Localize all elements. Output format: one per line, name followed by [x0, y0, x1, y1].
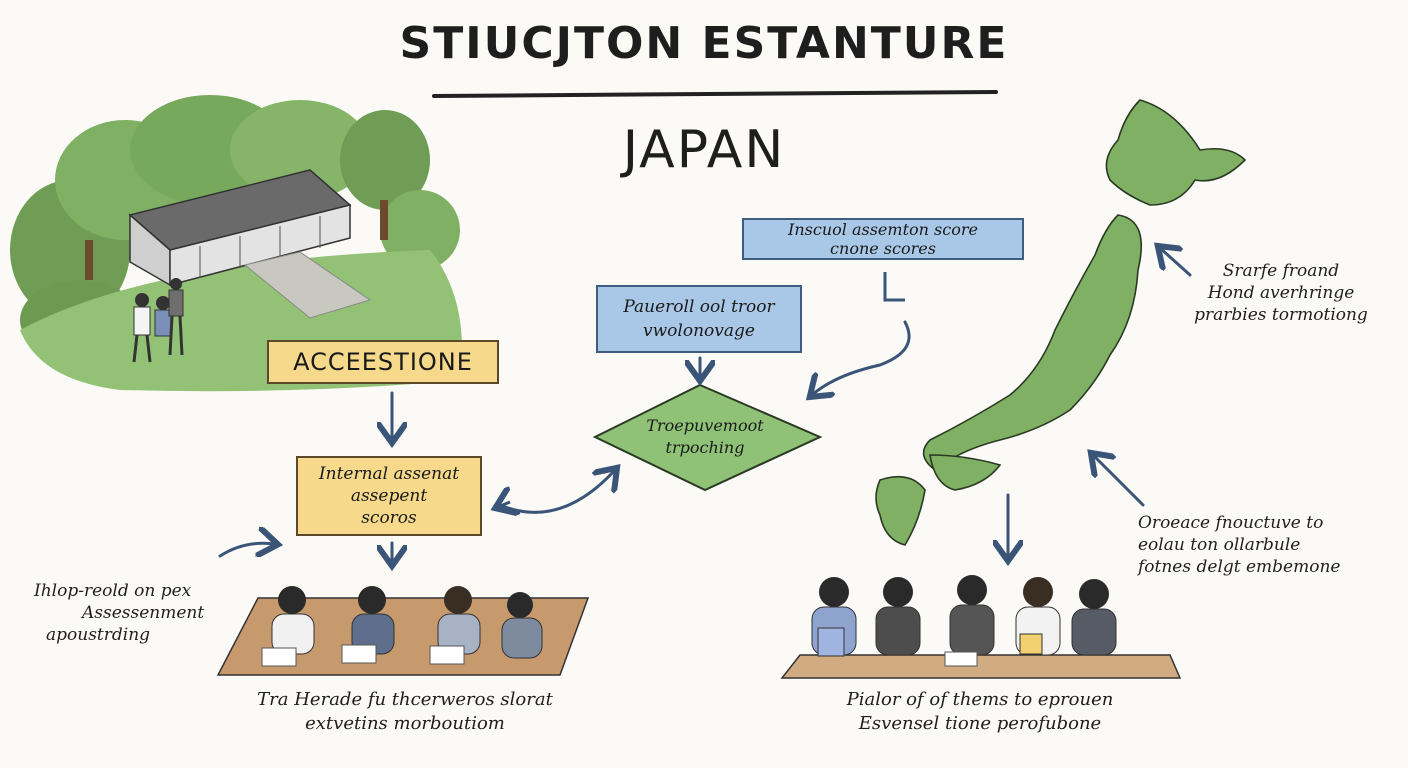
right-top-note-line-2: Hond averhringe — [1207, 283, 1355, 303]
diamond-label: Troepuvemoot trpoching — [615, 412, 795, 462]
japan-map-illustration — [875, 99, 1247, 546]
right-top-note: Srarfe froand Hond averhringe prarbies t… — [1178, 260, 1384, 326]
right-bottom-note-line-2: eolau ton ollarbule — [1138, 535, 1301, 555]
left-note: Ihlop-reold on pex Assessenment apoustrd… — [34, 580, 204, 646]
right-bottom-note: Oroeace fnouctuve to eolau ton ollarbule… — [1138, 512, 1340, 578]
internal-line-1: Internal assenat — [318, 464, 460, 484]
left-note-line-2: Assessenment — [82, 603, 205, 623]
mid-blue-line-2: vwolonovage — [643, 321, 755, 341]
arrow-note-to-map-top — [1160, 248, 1192, 277]
left-caption: Tra Herade fu thcerweros slorat extvetin… — [220, 688, 590, 736]
acceestione-box: ACCEESTIONE — [267, 340, 499, 384]
decision-diamond — [592, 383, 823, 492]
left-note-line-3: apoustrding — [46, 625, 151, 645]
right-caption-line-1: Pialor of of thems to eprouen — [846, 689, 1114, 710]
right-top-note-line-1: Srarfe froand — [1222, 261, 1340, 281]
mid-blue-line-1: Paueroll ool troor — [623, 297, 775, 317]
right-top-note-line-3: prarbies tormotiong — [1194, 305, 1368, 325]
mid-blue-box: Paueroll ool troor vwolonovage — [596, 285, 802, 353]
arrow-diamond-back — [498, 502, 510, 507]
arrow-note-to-map-bottom — [1093, 455, 1145, 507]
left-students-table-illustration — [216, 586, 590, 676]
top-blue-box: Inscuol assemton score cnone scores — [742, 218, 1024, 260]
school-trees-illustration — [10, 95, 462, 392]
right-bottom-note-line-1: Oroeace fnouctuve to — [1138, 513, 1324, 533]
right-students-table-illustration — [780, 575, 1182, 679]
diagram-subtitle: JAPAN — [622, 120, 786, 180]
left-note-line-1: Ihlop-reold on pex — [34, 581, 192, 601]
internal-line-2: assepent — [350, 486, 428, 506]
arrow-topblue-to-diamond — [812, 320, 911, 395]
right-caption: Pialor of of thems to eprouen Esvensel t… — [790, 688, 1170, 736]
diagram-title: STIUCJTON ESTANTURE — [399, 18, 1009, 69]
right-bottom-note-line-3: fotnes delgt embemone — [1138, 557, 1341, 577]
right-caption-line-2: Esvensel tione perofubone — [858, 713, 1102, 734]
acceestione-label: ACCEESTIONE — [293, 348, 473, 376]
arrow-into-internal — [218, 543, 275, 556]
top-blue-line-2: cnone scores — [830, 239, 936, 258]
top-blue-line-1: Inscuol assemton score — [788, 220, 978, 239]
diamond-line-1: Troepuvemoot — [646, 416, 764, 435]
internal-line-3: scoros — [361, 508, 417, 528]
arrow-internal-to-diamond — [498, 470, 615, 514]
diamond-line-2: trpoching — [665, 438, 745, 457]
left-caption-line-2: extvetins morboutiom — [305, 713, 505, 734]
internal-assessment-box: Internal assenat assepent scoros — [296, 456, 482, 536]
walking-students-illustration — [132, 278, 184, 363]
left-caption-line-1: Tra Herade fu thcerweros slorat — [257, 689, 553, 710]
connector-bracket — [883, 272, 905, 302]
school-building-illustration — [128, 169, 372, 319]
